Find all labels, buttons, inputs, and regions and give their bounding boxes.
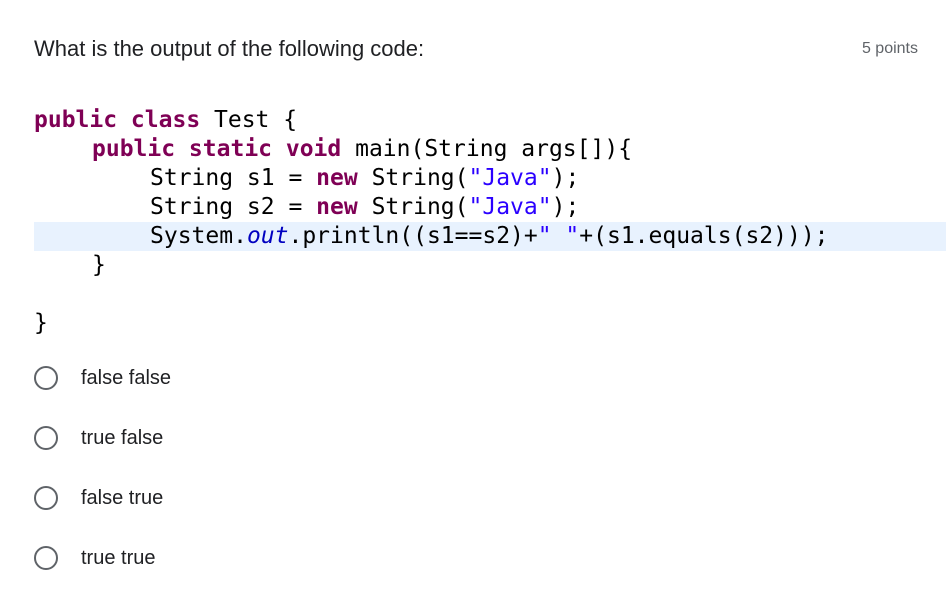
radio-button-icon[interactable] bbox=[34, 546, 58, 570]
code-line-6: } bbox=[34, 251, 106, 280]
option-label[interactable]: false false bbox=[81, 367, 172, 389]
code-snippet-image: public class Test { public static void m… bbox=[34, 104, 946, 344]
points-label: 5 points bbox=[861, 40, 918, 57]
question-header: What is the output of the following code… bbox=[34, 33, 918, 65]
code-line-2: public static void main(String args[]){ bbox=[34, 135, 632, 164]
code-string: "Java" bbox=[468, 165, 552, 191]
option-label[interactable]: true true bbox=[81, 547, 156, 569]
code-text: Test { bbox=[200, 107, 298, 133]
code-text: String( bbox=[357, 165, 469, 191]
code-text: String( bbox=[357, 194, 469, 220]
code-line-4: String s2 = new String("Java"); bbox=[34, 193, 579, 222]
code-keyword: new bbox=[316, 194, 358, 220]
radio-button-icon[interactable] bbox=[34, 426, 58, 450]
code-text: } bbox=[34, 310, 48, 336]
option-label[interactable]: true false bbox=[81, 427, 164, 449]
radio-button-icon[interactable] bbox=[34, 486, 58, 510]
code-string: "Java" bbox=[468, 194, 552, 220]
option-false-false[interactable]: false false bbox=[34, 362, 534, 422]
option-label[interactable]: false true bbox=[81, 487, 164, 509]
code-text: ); bbox=[551, 165, 580, 191]
option-true-false[interactable]: true false bbox=[34, 422, 534, 482]
code-text: } bbox=[92, 252, 106, 278]
code-text: +(s1.equals(s2))); bbox=[579, 223, 829, 249]
code-text: String s1 = bbox=[150, 165, 317, 191]
code-text: main(String args[]){ bbox=[341, 136, 633, 162]
code-keyword: new bbox=[316, 165, 358, 191]
code-text: System. bbox=[150, 223, 247, 249]
code-keyword: public static void bbox=[92, 136, 342, 162]
code-string: " " bbox=[537, 223, 580, 249]
code-line-1: public class Test { bbox=[34, 106, 297, 135]
question-title: What is the output of the following code… bbox=[34, 36, 425, 61]
code-line-3: String s1 = new String("Java"); bbox=[34, 164, 579, 193]
code-line-5-highlighted: System.out.println((s1==s2)+" "+(s1.equa… bbox=[34, 222, 946, 251]
option-false-true[interactable]: false true bbox=[34, 482, 534, 542]
code-keyword: public class bbox=[34, 107, 201, 133]
radio-button-icon[interactable] bbox=[34, 366, 58, 390]
code-text: ); bbox=[551, 194, 580, 220]
code-field: out bbox=[246, 223, 289, 249]
answer-options: false false true false false true true t… bbox=[34, 362, 534, 602]
code-text: .println((s1==s2)+ bbox=[288, 223, 538, 249]
option-true-true[interactable]: true true bbox=[34, 542, 534, 602]
code-text: String s2 = bbox=[150, 194, 317, 220]
code-line-7: } bbox=[34, 309, 48, 338]
